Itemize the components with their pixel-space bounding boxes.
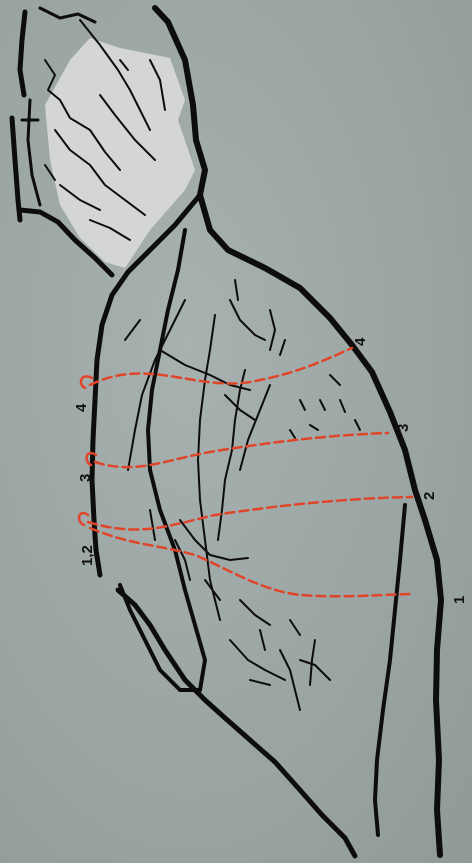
label-left-4: 4 [73, 403, 90, 412]
label-right-1: 1 [451, 596, 468, 604]
label-left-3: 3 [77, 474, 94, 482]
right-inner-line [375, 505, 405, 835]
dashed-line-2 [88, 497, 412, 530]
dashed-connectors [88, 348, 412, 596]
label-right-3: 3 [395, 424, 412, 432]
label-right-4: 4 [352, 337, 369, 346]
label-left-12: 1,2 [79, 545, 96, 566]
inner-lobe-outline [120, 230, 205, 690]
dashed-line-1 [90, 528, 410, 596]
label-right-2: 2 [421, 492, 438, 500]
bottom-outline [118, 590, 355, 856]
